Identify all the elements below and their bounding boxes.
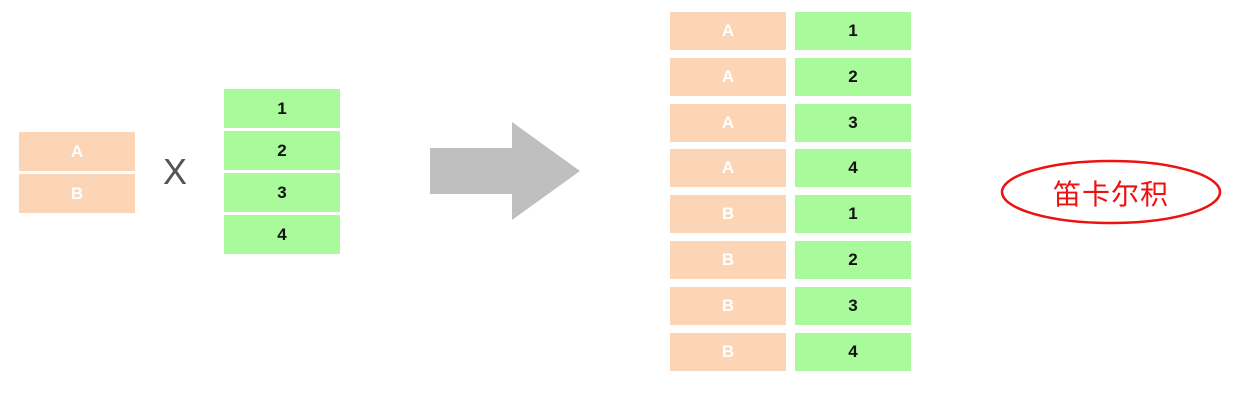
result-right-cell: 3: [795, 103, 911, 142]
right-arrow-icon: [430, 122, 580, 220]
left-set-cell: B: [19, 174, 135, 213]
result-left-cell: B: [670, 195, 786, 234]
right-set-cell: 1: [224, 89, 340, 128]
result-left-cell: B: [670, 286, 786, 325]
cartesian-product-label: 笛卡尔积: [1052, 178, 1169, 211]
result-left-cell: A: [670, 103, 786, 142]
right-set-cell: 3: [224, 173, 340, 212]
result-left-cell: B: [670, 241, 786, 279]
result-right-cell: 4: [795, 332, 911, 371]
result-right-cell: 1: [795, 195, 911, 234]
label-ellipse: [1000, 159, 1222, 225]
result-right-cell: 2: [795, 241, 911, 279]
right-set-cell: 2: [224, 131, 340, 170]
right-set-cell: 4: [224, 215, 340, 254]
result-right-cell: 4: [795, 149, 911, 188]
result-right-cell: 1: [795, 12, 911, 50]
result-left-cell: A: [670, 149, 786, 188]
left-set-cell: A: [19, 132, 135, 171]
result-left-cell: A: [670, 12, 786, 50]
result-right-cell: 3: [795, 286, 911, 325]
result-left-cell: A: [670, 57, 786, 96]
result-left-cell: B: [670, 332, 786, 371]
result-right-cell: 2: [795, 57, 911, 96]
multiply-operator: X: [163, 151, 188, 192]
